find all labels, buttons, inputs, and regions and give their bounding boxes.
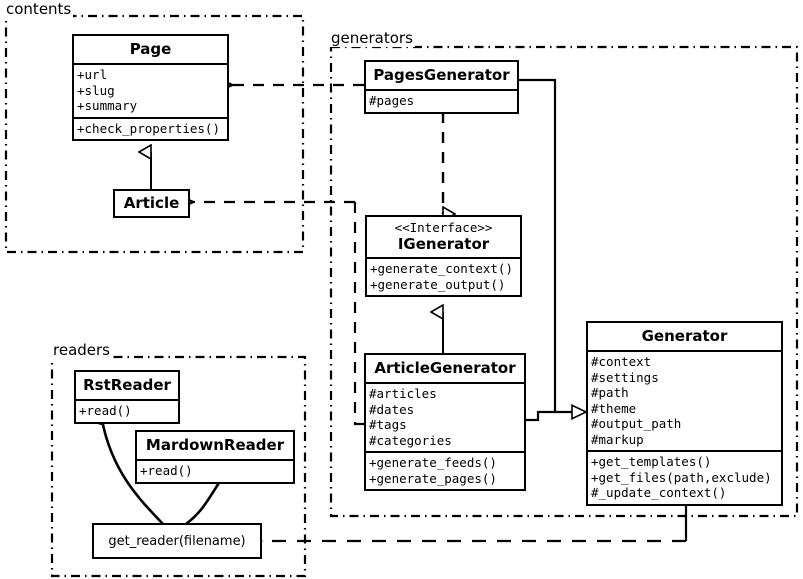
class-name-mardown-reader: MardownReader <box>145 436 285 454</box>
class-box-rst-reader[interactable]: RstReader +read() <box>74 370 180 424</box>
attribute-row: #categories <box>369 432 452 448</box>
operation-row: #_update_context() <box>591 485 727 500</box>
attribute-row: +summary <box>77 98 138 113</box>
class-name-article: Article <box>123 194 180 212</box>
class-box-igenerator[interactable]: <<Interface>> IGenerator +generate_conte… <box>365 215 522 297</box>
class-operations-page: +check_properties() <box>74 116 227 140</box>
attribute-row: #theme <box>591 400 637 416</box>
class-name-rst-reader: RstReader <box>83 376 171 394</box>
edge-articlegenerator-to-article <box>353 202 364 426</box>
function-label-get-reader: get_reader(filename) <box>108 533 246 549</box>
class-box-mardown-reader[interactable]: MardownReader +read() <box>135 430 295 484</box>
class-name-igenerator: <<Interface>> IGenerator <box>367 217 520 257</box>
operation-row: +read() <box>79 403 132 418</box>
class-attributes-article-generator: #articles #dates #tags #categories <box>366 382 524 451</box>
package-label-contents: contents <box>4 0 74 18</box>
edge-generator-to-getreader <box>262 506 688 541</box>
class-box-article-generator[interactable]: ArticleGenerator #articles #dates #tags … <box>364 353 526 491</box>
attribute-row: +url <box>77 67 108 82</box>
class-attributes-page: +url +slug +summary <box>74 63 227 117</box>
class-name-generator: Generator <box>641 327 728 345</box>
attribute-row: #articles <box>369 386 437 401</box>
operation-row: +get_files(path,exclude) <box>591 469 772 485</box>
edge-getreader-to-mardownreader <box>185 478 222 526</box>
attribute-row: #dates <box>369 401 415 417</box>
attribute-row: #tags <box>369 417 407 432</box>
package-label-readers: readers <box>51 341 112 359</box>
attribute-row: #path <box>591 385 629 400</box>
operation-row: +generate_feeds() <box>369 455 497 470</box>
class-operations-rst-reader: +read() <box>76 399 178 422</box>
operation-row: +read() <box>140 463 193 478</box>
class-box-generator[interactable]: Generator #context #settings #path #them… <box>586 321 783 506</box>
class-operations-generator: +get_templates() +get_files(path,exclude… <box>588 450 781 504</box>
class-operations-mardown-reader: +read() <box>137 459 293 482</box>
attribute-row: +slug <box>77 82 115 98</box>
class-box-pages-generator[interactable]: PagesGenerator #pages <box>364 60 519 114</box>
attribute-row: #context <box>591 354 652 369</box>
attribute-row: #pages <box>369 93 415 108</box>
class-stereotype-igenerator: <<Interface>> <box>394 220 493 235</box>
class-attributes-pages-generator: #pages <box>366 89 517 112</box>
class-name-page: Page <box>129 40 172 58</box>
attribute-row: #markup <box>591 431 644 447</box>
class-operations-igenerator: +generate_context() +generate_output() <box>367 257 520 295</box>
operation-row: +get_templates() <box>591 454 712 469</box>
operation-row: +generate_output() <box>370 276 506 292</box>
class-name-pages-generator: PagesGenerator <box>373 66 510 84</box>
class-name-text-igenerator: IGenerator <box>397 235 490 253</box>
operation-row: +generate_context() <box>370 261 513 276</box>
function-box-get-reader[interactable]: get_reader(filename) <box>92 523 262 559</box>
attribute-row: #output_path <box>591 416 682 431</box>
operation-row: +check_properties() <box>77 120 220 136</box>
class-attributes-generator: #context #settings #path #theme #output_… <box>588 350 781 450</box>
class-name-article-generator: ArticleGenerator <box>374 359 516 377</box>
package-label-generators: generators <box>329 29 415 47</box>
class-box-page[interactable]: Page +url +slug +summary +check_properti… <box>72 34 229 141</box>
edge-generators-to-generator <box>519 78 588 422</box>
class-box-article[interactable]: Article <box>113 189 190 218</box>
class-operations-article-generator: +generate_feeds() +generate_pages() <box>366 451 524 489</box>
operation-row: +generate_pages() <box>369 470 497 486</box>
attribute-row: #settings <box>591 369 659 385</box>
